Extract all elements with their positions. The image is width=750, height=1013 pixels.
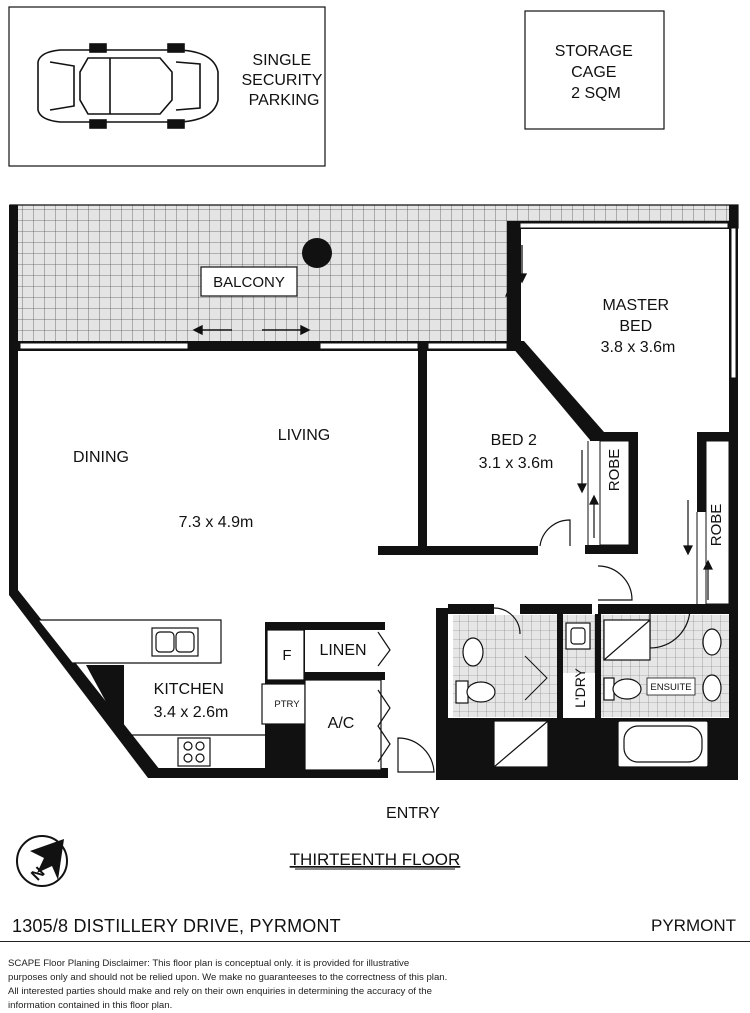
living-size: 7.3 x 4.9m <box>179 514 254 531</box>
svg-text:MASTER BED 3.8 x 3: MASTER BED 3.8 x 3.6m <box>601 297 676 356</box>
bed2-size: 3.1 x 3.6m <box>479 455 554 472</box>
pantry-label: PTRY <box>274 699 300 710</box>
footer-divider <box>0 941 750 942</box>
bed2-robe-label: ROBE <box>606 449 623 492</box>
ensuite-basin-icon <box>702 628 722 656</box>
door-swings <box>397 519 691 773</box>
svg-text:BED 2 3.1 x 3.6m: BED 2 3.1 x 3.6m <box>479 432 554 472</box>
fridge-label: F <box>282 647 291 664</box>
parking-label-line-3: PARKING <box>249 92 320 109</box>
kitchen-name: KITCHEN <box>154 681 224 698</box>
laundry-label: L'DRY <box>572 667 588 707</box>
floor-title: THIRTEENTH FLOOR <box>290 850 461 869</box>
suburb-label: PYRMONT <box>651 916 736 935</box>
master-sliding-door <box>504 245 528 320</box>
drain-icon <box>302 238 332 268</box>
wet-area-tiles <box>453 615 729 717</box>
sliding-door-arrows <box>192 324 311 336</box>
master-robe-label: ROBE <box>708 504 725 547</box>
bathroom-fixtures <box>455 619 722 768</box>
master-robe: ROBE <box>683 440 730 605</box>
cooktop-icon <box>177 737 211 767</box>
master-bed-name-line-2: BED <box>619 318 652 335</box>
windows <box>19 222 737 379</box>
master-bed-size: 3.8 x 3.6m <box>601 339 676 356</box>
balcony-label: BALCONY <box>213 274 285 291</box>
storage-label-line-1: STORAGE <box>555 43 633 60</box>
ac-cupboard <box>304 679 382 771</box>
toilet-icon <box>466 681 496 703</box>
svg-text:SINGLE SECURITY PA: SINGLE SECURITY PARKING <box>241 52 326 109</box>
master-bed-name-line-1: MASTER <box>602 297 669 314</box>
property-address: 1305/8 DISTILLERY DRIVE, PYRMONT <box>12 916 341 936</box>
pantry-space <box>261 683 306 725</box>
ensuite-label: ENSUITE <box>650 682 691 693</box>
compass-icon: N <box>16 835 68 887</box>
kitchen-size: 3.4 x 2.6m <box>154 704 229 721</box>
bed2-robe: ROBE <box>577 440 630 546</box>
svg-text:STORAGE CAGE 2 SQM: STORAGE CAGE 2 SQM <box>555 43 637 102</box>
storage-cage: STORAGE CAGE 2 SQM <box>524 10 665 130</box>
bed2-name: BED 2 <box>491 432 537 449</box>
linen-label: LINEN <box>319 642 366 659</box>
storage-label-line-3: 2 SQM <box>571 85 621 102</box>
room-labels: MASTER BED 3.8 x 3.6m LIVING DINING 7.3 … <box>73 297 696 822</box>
basin-icon <box>462 637 484 667</box>
disclaimer-text: SCAPE Floor Planing Disclaimer: This flo… <box>8 958 448 1011</box>
svg-text:KITCHEN 3.4 x 2.6m: KITCHEN 3.4 x 2.6m <box>154 681 229 721</box>
dining-label: DINING <box>73 449 129 466</box>
entry-label: ENTRY <box>386 805 440 822</box>
ac-label: A/C <box>328 715 355 732</box>
parking-label-line-1: SINGLE <box>252 52 311 69</box>
car-icon <box>37 43 219 129</box>
living-label: LIVING <box>278 427 330 444</box>
parking-label-line-2: SECURITY <box>241 72 322 89</box>
storage-label-line-2: CAGE <box>571 64 616 81</box>
fridge-space <box>266 629 305 681</box>
ensuite-toilet-icon <box>612 678 642 700</box>
kitchen-fixtures <box>36 619 391 771</box>
parking-space: SINGLE SECURITY PARKING <box>8 6 326 167</box>
